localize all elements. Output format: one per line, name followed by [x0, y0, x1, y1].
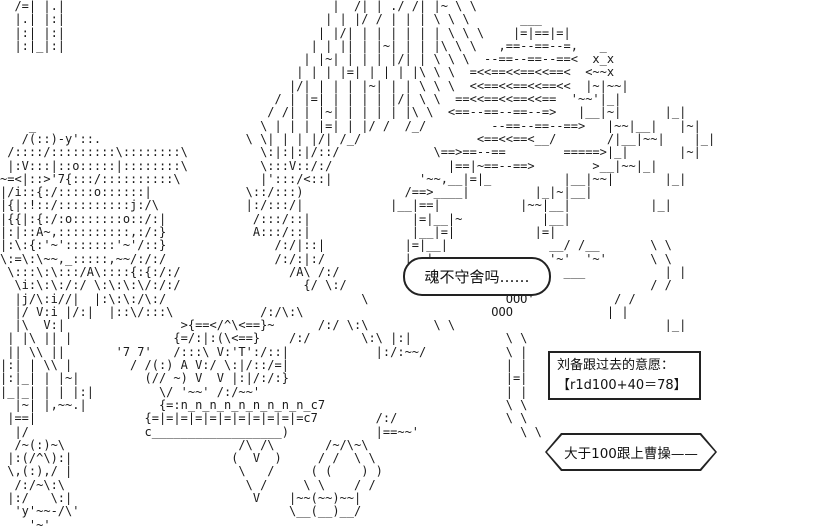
- dice-roll-result: 【r1d100+40＝78】: [557, 377, 687, 393]
- speech-bubble-narration-text: 大于100跟上曹操——: [564, 446, 698, 462]
- dice-roll-box: 刘备跟过去的意愿： 【r1d100+40＝78】: [548, 351, 701, 400]
- ascii-art: /=| |.| | /| | ./ /| |~ \ \ |.| |:| | | …: [0, 0, 716, 532]
- speech-bubble-thought-text: 魂不守舍吗……: [424, 268, 530, 286]
- speech-bubble-narration-inner: 大于100跟上曹操——: [547, 435, 715, 469]
- speech-bubble-narration: 大于100跟上曹操——: [545, 433, 717, 471]
- speech-bubble-thought: 魂不守舍吗……: [403, 257, 551, 296]
- dice-roll-label: 刘备跟过去的意愿：: [557, 358, 675, 373]
